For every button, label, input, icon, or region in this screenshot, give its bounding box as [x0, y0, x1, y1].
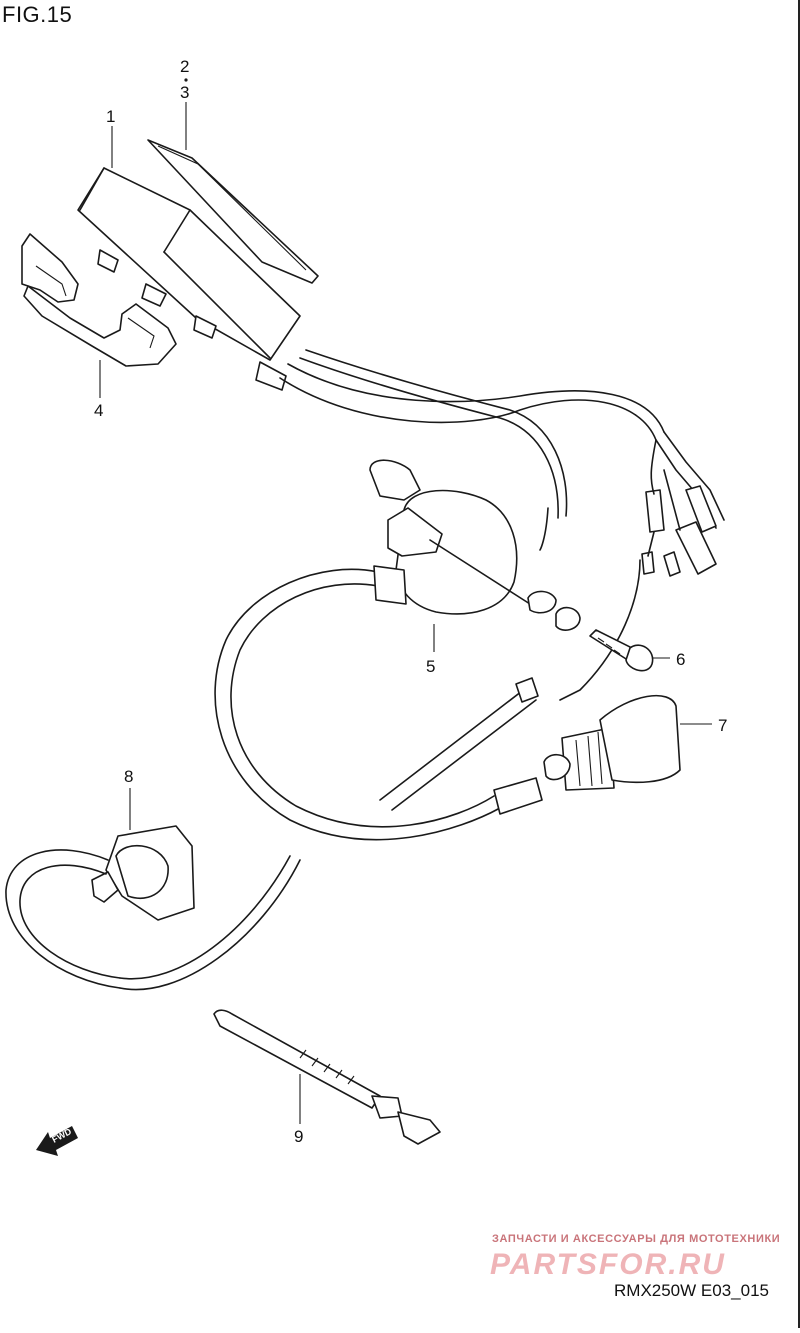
stop-switch-drawing [5, 825, 301, 991]
cushion-plate-drawing [147, 139, 319, 284]
leader-lines [99, 102, 712, 1124]
watermark-tagline: ЗАПЧАСТИ И АКСЕССУАРЫ ДЛЯ МОТОТЕХНИКИ [492, 1233, 781, 1245]
spark-plug-cap-drawing [543, 694, 681, 791]
fwd-arrow-icon: FWD [36, 1126, 78, 1156]
cdi-unit-drawing [77, 167, 301, 391]
figure-title: FIG.15 [2, 2, 73, 27]
cable-tie-drawing [213, 1009, 441, 1145]
callout-7: 7 [718, 716, 727, 735]
high-tension-lead-drawing [214, 565, 543, 841]
callout-5: 5 [426, 657, 435, 676]
callout-8: 8 [124, 767, 133, 786]
watermark-logo: PARTSFOR.RU [490, 1248, 726, 1281]
bracket-drawing [21, 233, 177, 367]
ignition-coil-drawing [369, 459, 581, 631]
figure-code: RMX250W E03_015 [614, 1281, 769, 1300]
callout-6: 6 [676, 650, 685, 669]
callout-3: 3 [180, 83, 189, 102]
screw-drawing [589, 629, 654, 672]
right-border [798, 0, 800, 1328]
callout-2: 2 [180, 57, 189, 76]
callout-1: 1 [106, 107, 115, 126]
callout-separator-dot [184, 78, 188, 82]
wire-harness-drawing [279, 349, 725, 701]
callout-9: 9 [294, 1127, 303, 1146]
callout-4: 4 [94, 401, 103, 420]
